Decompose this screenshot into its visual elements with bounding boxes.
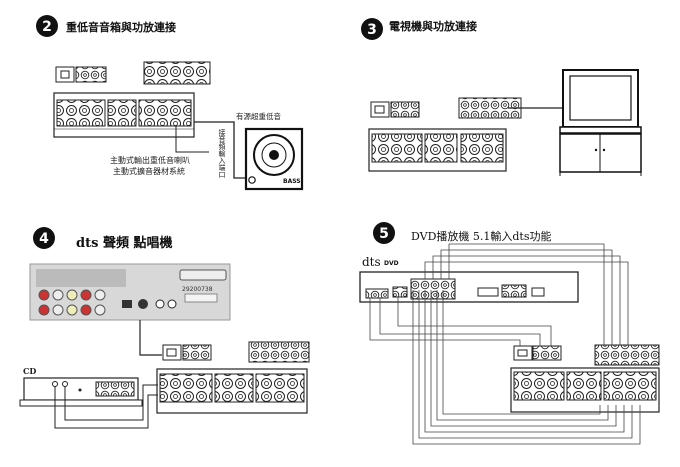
caption-line-1: 主動式輸出重低音喇叭 (110, 155, 190, 165)
section-3-number-badge: 3 (361, 18, 383, 40)
amp-input-panel-small (513, 345, 562, 361)
subwoofer-title: 有源超重低音 (236, 111, 281, 121)
dvd-label: DVD (384, 260, 399, 267)
cd-label: CD (23, 366, 36, 376)
caption-line-2: 主動式擴音器材系統 (113, 166, 185, 176)
amp-aux-input-panel (594, 344, 660, 366)
section-2-title: 重低音音箱與功放連接 (66, 20, 176, 34)
tv-cabinet (559, 133, 642, 176)
subwoofer-label: BASS (283, 178, 301, 185)
section-5-number-badge: 5 (373, 222, 395, 244)
amp-input-panel-small (370, 101, 420, 118)
amp-aux-input-panel (143, 61, 211, 85)
television (559, 69, 642, 134)
subwoofer-input-label: 接音頻輸入端口 (218, 128, 226, 178)
amplifier-rear-panel (510, 367, 660, 413)
player-serial: 29200738 (182, 286, 213, 293)
section-5-title: DVD播放機 5.1輸入dts功能 (411, 229, 552, 243)
amplifier-rear-panel (156, 368, 308, 414)
dts-logo: dts (362, 255, 381, 269)
section-3-title: 電視機與功放連接 (389, 19, 477, 33)
section-4: 4 dts 聲頻 點唱機 29200738 (19, 227, 310, 429)
section-4-number-badge: 4 (33, 227, 55, 249)
subwoofer-box (244, 127, 304, 191)
cable-bundle (369, 243, 641, 445)
amplifier-rear-panel (53, 92, 195, 138)
section-2-number: 2 (42, 19, 52, 35)
dts-player-rear-panel: 29200738 (29, 263, 231, 321)
section-3-number: 3 (367, 22, 377, 38)
amplifier-rear-panel (368, 128, 507, 172)
player-to-amp-cable (139, 320, 162, 356)
caption-leader-line (175, 126, 209, 153)
section-4-number: 4 (39, 231, 49, 247)
section-3: 3 電視機與功放連接 (361, 18, 642, 176)
dvd-player (359, 271, 579, 303)
section-4-title: dts 聲頻 點唱機 (76, 235, 172, 251)
amp-input-panel-small (55, 66, 107, 83)
amp-input-panel-small (162, 344, 212, 361)
section-5-number: 5 (379, 226, 389, 242)
section-2: 2 重低音音箱與功放連接 主動式輸出重低音喇叭 主動式擴音器材系統 接音頻輸入端… (36, 15, 304, 191)
cd-cable-left (54, 386, 158, 429)
section-5: 5 DVD播放機 5.1輸入dts功能 dts DVD (359, 222, 660, 445)
cd-cable-right (64, 384, 158, 421)
amp-aux-input-panel (248, 341, 310, 363)
cd-player (19, 377, 143, 407)
section-2-number-badge: 2 (36, 15, 58, 37)
subwoofer-cable (194, 121, 250, 179)
